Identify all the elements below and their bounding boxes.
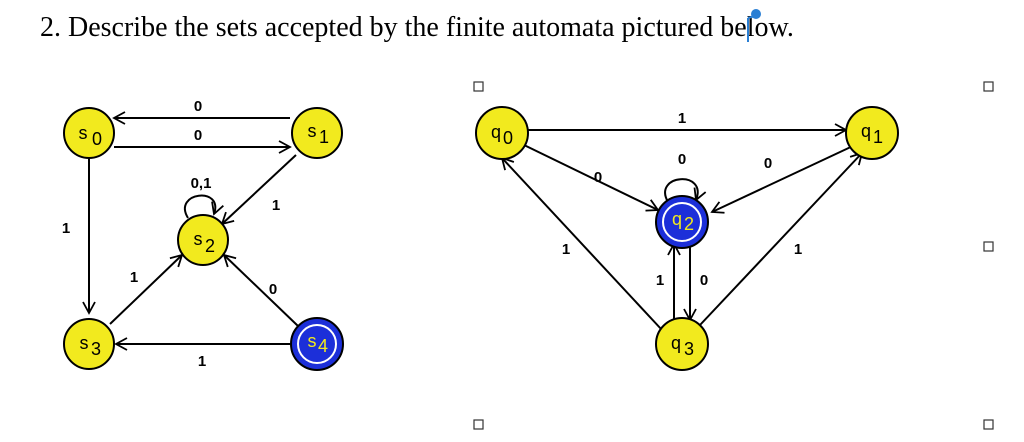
label-q2-loop: 0 (678, 151, 686, 168)
label-s0-s3: 1 (62, 220, 70, 237)
label-q3-q0: 1 (562, 241, 570, 258)
state-s1: s 1 (291, 107, 343, 159)
svg-text:2: 2 (205, 236, 215, 256)
edge-s4-s2 (222, 253, 299, 327)
svg-text:3: 3 (684, 339, 694, 359)
state-q2-accepting: q 2 (655, 195, 709, 249)
label-s4-s2: 0 (269, 281, 277, 298)
svg-text:q: q (491, 122, 501, 142)
svg-text:s: s (308, 121, 317, 141)
resize-handle-top-right[interactable] (983, 81, 994, 92)
edge-q3-q1 (699, 151, 864, 326)
label-q3-q2: 1 (656, 272, 664, 289)
label-s1-s2: 1 (272, 197, 280, 214)
label-q0-q2: 0 (594, 169, 602, 186)
resize-handle-bottom-right[interactable] (983, 419, 994, 430)
edge-s3-s2 (109, 253, 184, 325)
state-q1: q 1 (845, 106, 899, 160)
svg-text:1: 1 (873, 127, 883, 147)
edge-s2-loop (184, 194, 224, 219)
svg-text:0: 0 (92, 129, 102, 149)
edge-q3-q0 (500, 156, 663, 331)
svg-text:3: 3 (91, 339, 101, 359)
state-s0: s 0 (63, 107, 115, 159)
svg-text:2: 2 (684, 214, 694, 234)
label-s4-s3: 1 (198, 353, 206, 370)
resize-handle-top-left[interactable] (473, 81, 484, 92)
svg-text:q: q (672, 209, 682, 229)
svg-text:s: s (308, 331, 317, 351)
label-s2-loop: 0,1 (191, 175, 212, 192)
label-q2-q3: 0 (700, 272, 708, 289)
label-q3-q1: 1 (794, 241, 802, 258)
left-automaton-edges (82, 111, 299, 351)
label-s3-s2: 1 (130, 269, 138, 286)
svg-text:s: s (79, 123, 88, 143)
edge-q0-q2 (523, 144, 660, 212)
edge-q2-loop (664, 178, 707, 203)
question-text: 2. Describe the sets accepted by the fin… (40, 12, 794, 43)
state-s3: s 3 (63, 318, 115, 370)
svg-text:s: s (194, 229, 203, 249)
svg-text:q: q (861, 121, 871, 141)
resize-handle-bottom-left[interactable] (473, 419, 484, 430)
svg-text:q: q (671, 333, 681, 353)
edge-q1-q2 (710, 144, 856, 214)
text-cursor-icon[interactable] (744, 6, 764, 46)
label-q0-q1: 1 (678, 110, 686, 127)
right-automaton-edges (500, 123, 864, 331)
svg-text:s: s (80, 333, 89, 353)
state-s4-accepting: s 4 (290, 317, 344, 371)
resize-handle-middle-right[interactable] (983, 241, 994, 252)
state-s2: s 2 (177, 214, 229, 266)
svg-text:4: 4 (318, 336, 328, 356)
edge-s1-s2 (220, 154, 297, 226)
svg-text:0: 0 (503, 128, 513, 148)
label-s0-s1: 0 (194, 127, 202, 144)
label-s1-s0: 0 (194, 98, 202, 115)
state-q3: q 3 (655, 317, 709, 371)
state-q0: q 0 (475, 106, 529, 160)
label-q1-q2: 0 (764, 155, 772, 172)
svg-text:1: 1 (319, 127, 329, 147)
